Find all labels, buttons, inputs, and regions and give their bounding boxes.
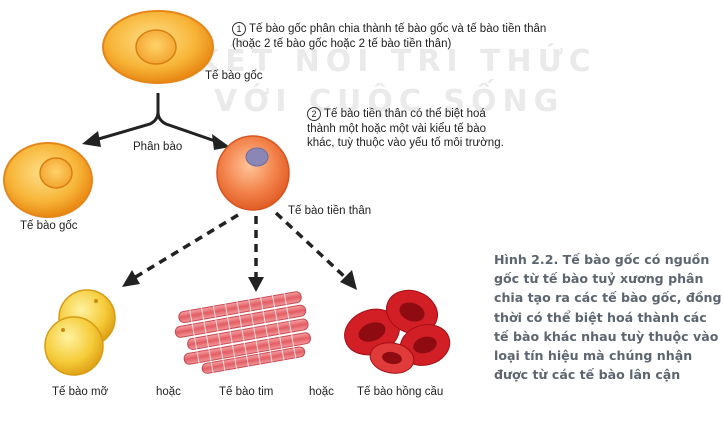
caption-line: tế bào khác nhau tuỳ thuộc vào xyxy=(494,328,719,344)
stem-cell-top xyxy=(102,10,214,84)
watermark-line-2: VỚI CUỘC SỐNG xyxy=(214,84,565,119)
caption-line: được từ các tế bào lân cận xyxy=(494,367,681,383)
label-or-1: hoặc xyxy=(156,386,181,398)
arrowhead-rbc xyxy=(340,270,357,290)
stem-cell-left xyxy=(3,142,93,218)
heart-muscle-fibers xyxy=(174,291,312,376)
red-blood-cells xyxy=(344,289,451,374)
arrowhead-right xyxy=(212,134,230,150)
arrowhead-left xyxy=(82,131,101,147)
label-stem-cell-top: Tế bào gốc xyxy=(205,70,263,82)
arrowhead-fat xyxy=(122,270,140,287)
progenitor-cell xyxy=(216,135,290,211)
watermark-line-1: KẾT NỐI TRI THỨC xyxy=(196,44,597,79)
caption-line: loại tín hiệu mà chúng nhận xyxy=(494,348,693,364)
note-2-line-2: thành một hoặc một vài kiểu tế bào xyxy=(307,122,486,135)
note-2-number: 2 xyxy=(307,107,321,121)
caption-line: chia tạo ra các tế bào gốc, đồng xyxy=(494,290,722,306)
fat-cells xyxy=(44,289,116,376)
note-1-line-1: Tế bào gốc phân chia thành tế bào gốc và… xyxy=(249,23,547,35)
label-heart-cell: Tế bào tim xyxy=(219,386,274,398)
caption-line: gốc từ tế bào tuỷ xương phân xyxy=(494,271,704,287)
label-red-blood-cell: Tế bào hồng cầu xyxy=(357,386,444,398)
label-or-2: hoặc xyxy=(309,386,334,398)
note-1-line-2: (hoặc 2 tế bào gốc hoặc 2 tế bào tiền th… xyxy=(232,37,452,50)
caption-line: thời có thể biệt hoá thành các xyxy=(494,309,707,325)
note-2-line-1: Tế bào tiền thân có thể biệt hoá xyxy=(324,108,486,120)
differentiation-arrows xyxy=(133,211,348,280)
note-1-number: 1 xyxy=(232,22,246,36)
caption-line: Hình 2.2. Tế bào gốc có nguồn xyxy=(494,252,710,267)
label-progenitor: Tế bào tiền thân xyxy=(288,205,372,217)
label-division: Phân bào xyxy=(133,141,183,153)
figure-caption: Hình 2.2. Tế bào gốc có nguồn gốc từ tế … xyxy=(494,250,722,384)
division-arrows xyxy=(94,93,219,144)
arrowhead-heart xyxy=(248,277,264,292)
label-fat-cell: Tế bào mỡ xyxy=(52,386,109,398)
label-stem-cell-left: Tế bào gốc xyxy=(20,220,78,232)
note-2-line-3: khác, tuỳ thuộc vào yếu tố môi trường. xyxy=(307,137,504,149)
